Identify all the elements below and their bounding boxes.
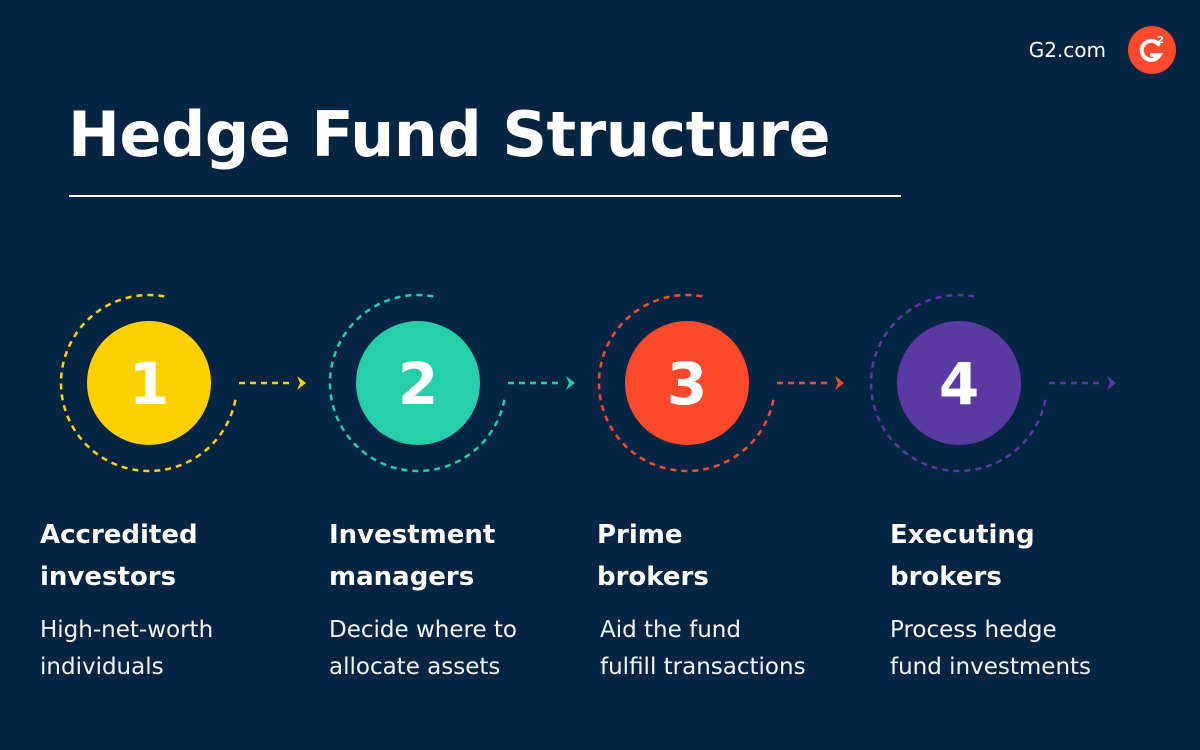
step-1-graphic: 1 bbox=[59, 293, 306, 473]
step-2-number: 2 bbox=[398, 350, 438, 418]
page-title: Hedge Fund Structure bbox=[68, 98, 831, 171]
step-3-title: Prime brokers bbox=[597, 520, 709, 592]
step-2-title: Investment managers bbox=[329, 520, 496, 592]
step-3-number: 3 bbox=[667, 350, 707, 418]
step-4-title: Executing brokers bbox=[890, 520, 1035, 592]
arrow-right-icon bbox=[297, 376, 306, 390]
step-3-description: Aid the fund fulfill transactions bbox=[600, 617, 806, 680]
step-2-graphic: 2 bbox=[328, 293, 575, 473]
step-2-circle bbox=[356, 321, 480, 445]
step-4-description: Process hedge fund investments bbox=[890, 617, 1092, 680]
svg-text:2: 2 bbox=[1157, 35, 1164, 46]
step-4-number: 4 bbox=[939, 350, 979, 418]
process-diagram: 1 2 3 4 bbox=[59, 293, 1116, 473]
g2-logo-icon: 2 bbox=[1128, 26, 1176, 74]
arrow-right-icon bbox=[835, 376, 844, 390]
step-1-description: High-net-worth individuals bbox=[40, 617, 214, 680]
step-1-circle bbox=[87, 321, 211, 445]
step-2-description: Decide where to allocate assets bbox=[329, 617, 517, 680]
step-3-circle bbox=[625, 321, 749, 445]
step-4-circle bbox=[897, 321, 1021, 445]
step-1-number: 1 bbox=[129, 350, 169, 418]
arrow-right-icon bbox=[566, 376, 575, 390]
step-4-graphic: 4 bbox=[869, 293, 1116, 473]
step-1-title: Accredited investors bbox=[40, 520, 198, 592]
arrow-right-icon bbox=[1107, 376, 1116, 390]
step-3-graphic: 3 bbox=[597, 293, 844, 473]
brand: G2.com 2 bbox=[1029, 26, 1176, 74]
title-divider bbox=[69, 195, 901, 197]
brand-site-label: G2.com bbox=[1028, 38, 1106, 62]
